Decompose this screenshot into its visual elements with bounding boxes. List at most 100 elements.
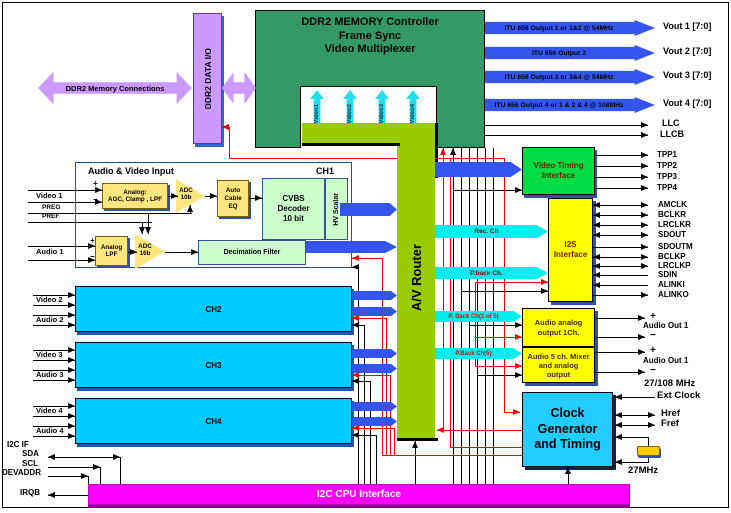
arrowhead-icon	[593, 202, 600, 209]
arrowhead-icon	[641, 185, 648, 192]
adc10-line1: ADC	[179, 187, 193, 194]
wire	[595, 352, 645, 354]
itu-output2-label: ITU 656 Output 2	[531, 49, 586, 57]
sdoutm-label: SDOUTM	[658, 242, 693, 251]
tpp1-label: TPP1	[657, 150, 678, 159]
wire	[415, 441, 417, 484]
arrowhead-icon	[641, 292, 648, 299]
mem-ctrl-title-line1: DDR2 MEMORY Controller	[301, 16, 439, 28]
audio4-pin-label: Audio 4	[36, 426, 64, 435]
wire	[593, 257, 648, 259]
eq-line1: Auto	[225, 186, 241, 194]
rec-ch-bus: Rec. Ch	[435, 225, 548, 238]
i2s-interface-block: I2S Interface	[548, 198, 593, 302]
itu-output2-arrow: ITU 656 Output 2	[485, 45, 655, 61]
ch3-bus1	[352, 349, 397, 358]
audio3-pin-label: Audio 3	[36, 370, 64, 379]
wire	[475, 282, 548, 284]
arrowhead-icon	[171, 193, 178, 200]
wire	[435, 158, 504, 160]
wire	[593, 266, 648, 268]
arrowhead-icon	[593, 272, 600, 279]
wire	[48, 495, 88, 497]
video1-pin-label: Video 1	[36, 191, 63, 200]
wire	[352, 435, 376, 437]
wire	[504, 158, 506, 412]
arrowhead-icon	[615, 412, 622, 419]
wire	[437, 430, 522, 432]
arrowhead-icon	[412, 441, 419, 448]
adc16-label: ADC 16b	[136, 243, 154, 257]
wire	[648, 456, 650, 463]
arrowhead-icon	[515, 334, 522, 341]
audio-out2-label: Audio Out 1	[643, 356, 689, 365]
av-router-shadow1	[302, 143, 400, 146]
arrowhead-icon	[593, 212, 600, 219]
ch1-audio-bus	[306, 241, 397, 253]
arrowhead-icon	[515, 372, 522, 379]
clock-line3: and Timing	[534, 437, 601, 452]
cvbs-line1: CVBS	[282, 194, 305, 203]
vti-line2: Interface	[541, 171, 576, 180]
eq-line2: Cable	[224, 194, 242, 202]
itu-output3-label: ITU 656 Output 3 or 3&4 @ 54MHz	[504, 73, 614, 81]
wire	[33, 436, 75, 438]
arrowhead-icon	[352, 425, 359, 432]
arrowhead-icon	[641, 263, 648, 270]
ext-clock-label: Ext Clock	[657, 390, 701, 401]
itu-output1-label: ITU 656 Output 1 or 1&2 @ 54MHz	[504, 24, 614, 32]
ch4-label: CH4	[205, 416, 222, 426]
arrowhead-icon	[95, 187, 102, 194]
audio2-pin-label: Audio 2	[36, 315, 64, 324]
wire	[485, 135, 648, 137]
wire	[100, 467, 102, 484]
arrowhead-icon	[187, 205, 194, 212]
i2c-if-label: I2C IF	[7, 440, 29, 449]
arrowhead-icon	[450, 148, 457, 155]
wire	[165, 252, 198, 254]
arrowhead-icon	[68, 433, 75, 440]
arrowhead-icon	[222, 124, 229, 131]
audio-out2-plus: +	[650, 345, 656, 356]
wire	[593, 205, 648, 207]
arrowhead-icon	[68, 403, 75, 410]
arrowhead-icon	[48, 454, 55, 461]
pref-pin-label: PREF	[42, 213, 60, 220]
arrowhead-icon	[68, 367, 75, 374]
adc16-line1: ADC	[138, 243, 152, 250]
wire	[28, 213, 192, 215]
wire	[352, 258, 382, 260]
arrowhead-icon	[641, 152, 648, 159]
video3-port-label: Video3	[379, 104, 385, 124]
wire	[352, 375, 390, 377]
arrowhead-icon	[641, 212, 648, 219]
eq-line3: EQ	[228, 202, 238, 210]
ch2-bus1	[352, 291, 397, 300]
wire	[352, 428, 394, 430]
ch3-bus2	[352, 364, 397, 373]
mem-ctrl-title-line3: Video Multiplexer	[324, 43, 416, 55]
wire	[504, 412, 520, 414]
hv-scaler-label: HV Scalar	[333, 192, 340, 226]
cvbs-line3: 10 bit	[283, 214, 304, 223]
audio1-plus: +	[90, 236, 95, 245]
audio2-line3: output	[546, 369, 571, 379]
arrowhead-icon	[68, 377, 75, 384]
arrowhead-icon	[648, 412, 655, 419]
wire	[485, 125, 648, 127]
arrowhead-icon	[641, 202, 648, 209]
arrowhead-icon	[565, 467, 572, 474]
agc-line2: AGC, Clamp , LPF	[108, 196, 162, 203]
wire	[28, 260, 95, 262]
vti-line1: Video Timing	[533, 160, 584, 170]
ch2-block: CH2	[75, 286, 352, 332]
arrowhead-icon	[638, 369, 645, 376]
wire	[352, 381, 370, 383]
arrowhead-icon	[48, 492, 55, 499]
arrowhead-icon	[615, 422, 622, 429]
tpp2-label: TPP2	[657, 161, 678, 170]
arrowhead-icon	[191, 249, 198, 256]
wire	[615, 462, 648, 464]
wire	[33, 426, 75, 428]
clock-line2: Generator	[537, 421, 598, 436]
